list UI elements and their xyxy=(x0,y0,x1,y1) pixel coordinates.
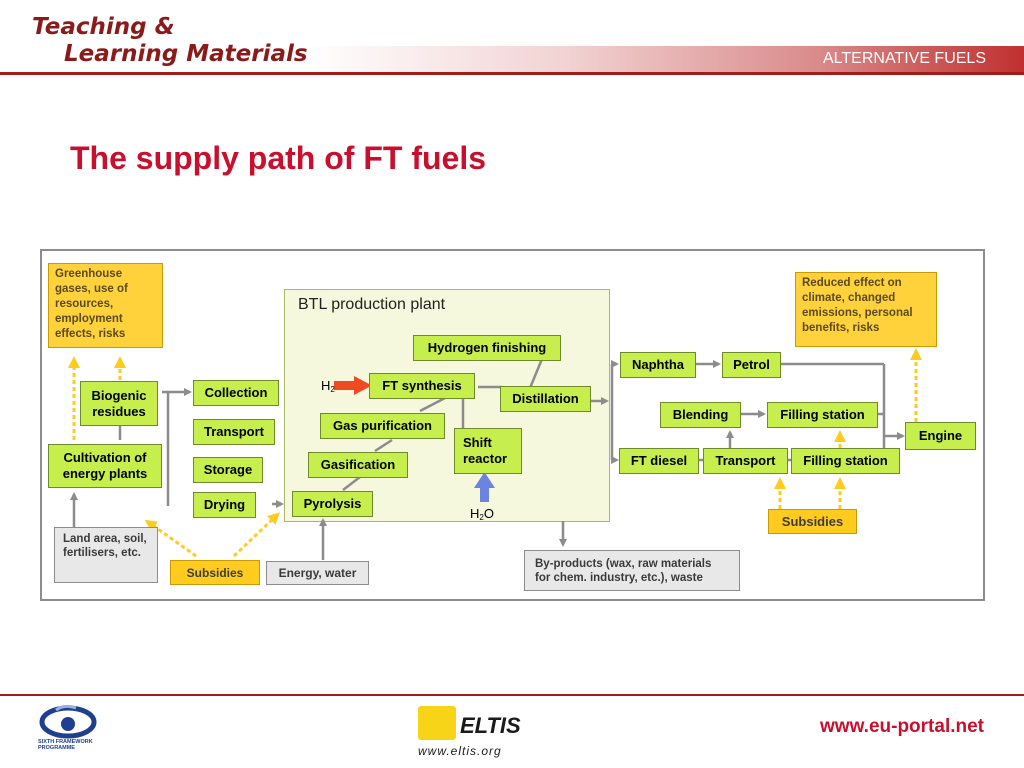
cultivation-box: Cultivation of energy plants xyxy=(48,444,162,488)
fp6-logo xyxy=(39,704,97,739)
shift-reactor-box: Shift reactor xyxy=(454,428,522,474)
series-title-line2: Learning Materials xyxy=(64,41,308,67)
benefit-note: Reduced effect on climate, changed emiss… xyxy=(795,272,937,347)
series-title: Teaching & Learning Materials xyxy=(32,14,308,68)
biogenic-residues-box: Biogenic residues xyxy=(80,381,158,426)
topic-label: ALTERNATIVE FUELS xyxy=(823,50,986,67)
series-title-line1: Teaching & xyxy=(32,14,175,40)
collection-box: Collection xyxy=(193,380,279,406)
eltis-url[interactable]: www.eltis.org xyxy=(418,744,502,758)
filling-station-top-box: Filling station xyxy=(767,402,878,428)
eltis-bus-icon xyxy=(418,706,456,740)
footer-rule xyxy=(0,694,1024,696)
pyrolysis-box: Pyrolysis xyxy=(292,491,373,517)
fp6-logo-text: SIXTH FRAMEWORK PROGRAMME xyxy=(38,739,93,751)
gasification-box: Gasification xyxy=(308,452,408,478)
filling-station-bottom-box: Filling station xyxy=(791,448,900,474)
subsidies-left-box: Subsidies xyxy=(170,560,260,585)
naphtha-box: Naphtha xyxy=(620,352,696,378)
header-band xyxy=(0,46,1024,74)
h2-label: H2 xyxy=(321,378,335,394)
page-title: The supply path of FT fuels xyxy=(70,140,486,176)
distillation-box: Distillation xyxy=(500,386,591,412)
ft-synthesis-box: FT synthesis xyxy=(369,373,475,399)
impact-note: Greenhouse gases, use of resources, empl… xyxy=(48,263,163,348)
engine-box: Engine xyxy=(905,422,976,450)
transport-left-box: Transport xyxy=(193,419,275,445)
ft-diesel-box: FT diesel xyxy=(619,448,699,474)
land-area-box: Land area, soil, fertilisers, etc. xyxy=(54,527,158,583)
header-rule xyxy=(0,72,1024,75)
subsidies-right-box: Subsidies xyxy=(768,509,857,534)
energy-water-box: Energy, water xyxy=(266,561,369,585)
blending-box: Blending xyxy=(660,402,741,428)
hydrogen-finishing-box: Hydrogen finishing xyxy=(413,335,561,361)
transport-right-box: Transport xyxy=(703,448,788,474)
petrol-box: Petrol xyxy=(722,352,781,378)
gas-purification-box: Gas purification xyxy=(320,413,445,439)
portal-link[interactable]: www.eu-portal.net xyxy=(820,716,984,737)
drying-box: Drying xyxy=(193,492,256,518)
byproducts-box: By-products (wax, raw materials for chem… xyxy=(524,550,740,591)
h2o-label: H2O xyxy=(470,506,494,522)
eltis-logo-text: ELTIS xyxy=(460,713,521,738)
btl-plant-label: BTL production plant xyxy=(298,296,446,313)
storage-box: Storage xyxy=(193,457,263,483)
